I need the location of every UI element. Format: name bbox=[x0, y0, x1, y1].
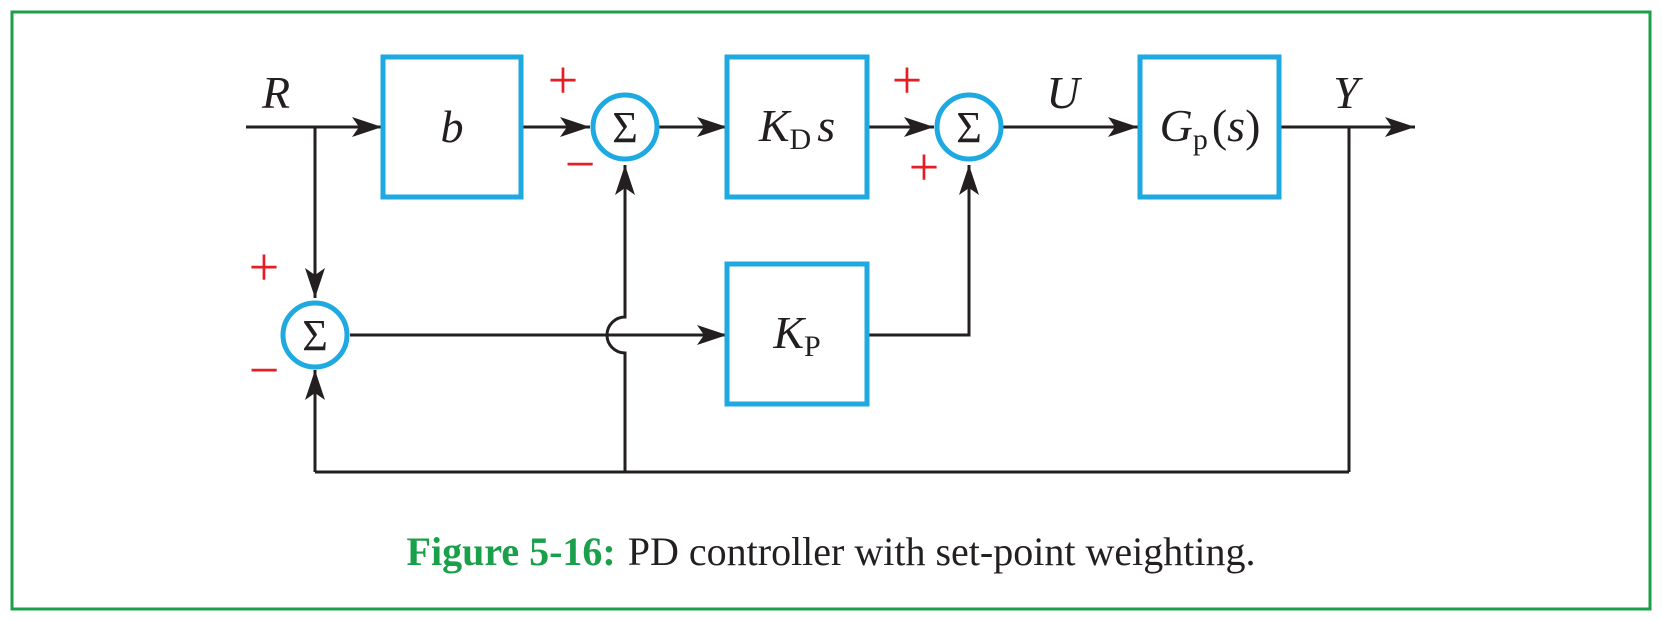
block-kp-label: KP bbox=[772, 307, 820, 363]
block-b bbox=[380, 54, 524, 200]
gp-open: ( bbox=[1212, 100, 1227, 151]
sum-symbol-u: Σ bbox=[956, 103, 982, 152]
kd-tail: s bbox=[817, 100, 835, 151]
sum-symbol-p: Σ bbox=[302, 311, 328, 360]
gp-main: G bbox=[1160, 100, 1193, 151]
block-kd-s bbox=[724, 54, 870, 200]
block-gp-s bbox=[1137, 54, 1282, 200]
sign-sum-d-bottom: − bbox=[565, 134, 595, 194]
figure-caption: Figure 5-16: PD controller with set-point… bbox=[407, 529, 1256, 574]
block-gp-s-label: Gp(s) bbox=[1160, 100, 1261, 156]
block-b-label: b bbox=[441, 101, 464, 152]
kp-main: K bbox=[772, 307, 806, 358]
gp-close: ) bbox=[1245, 100, 1260, 151]
sign-sum-u-bottom: + bbox=[909, 137, 939, 197]
gp-sub: p bbox=[1193, 123, 1208, 156]
sign-sum-u-left: + bbox=[892, 50, 922, 110]
kp-sub: P bbox=[804, 330, 821, 363]
signal-r: R bbox=[261, 67, 290, 118]
signal-u: U bbox=[1046, 67, 1082, 118]
wire-kp-to-sum-u bbox=[867, 165, 979, 337]
signal-wires bbox=[246, 117, 1415, 474]
sign-sum-d-top: + bbox=[548, 50, 578, 110]
sign-sum-p-top: + bbox=[249, 237, 279, 297]
kd-main: K bbox=[758, 100, 792, 151]
caption-label: Figure 5-16: bbox=[407, 529, 616, 574]
sum-junction-p bbox=[280, 300, 350, 370]
gp-arg: s bbox=[1227, 100, 1245, 151]
figure-frame bbox=[10, 10, 1652, 611]
sum-junction-d bbox=[590, 92, 660, 162]
sign-sum-p-bottom: − bbox=[249, 340, 279, 400]
signal-y: Y bbox=[1333, 67, 1363, 118]
block-kp bbox=[724, 261, 870, 407]
kd-sub: D bbox=[790, 123, 812, 156]
wire-feedback-to-sum-d bbox=[605, 165, 635, 472]
sum-junction-u bbox=[934, 92, 1004, 162]
caption-text: PD controller with set-point weighting. bbox=[628, 529, 1256, 574]
sum-symbol-d: Σ bbox=[612, 103, 638, 152]
